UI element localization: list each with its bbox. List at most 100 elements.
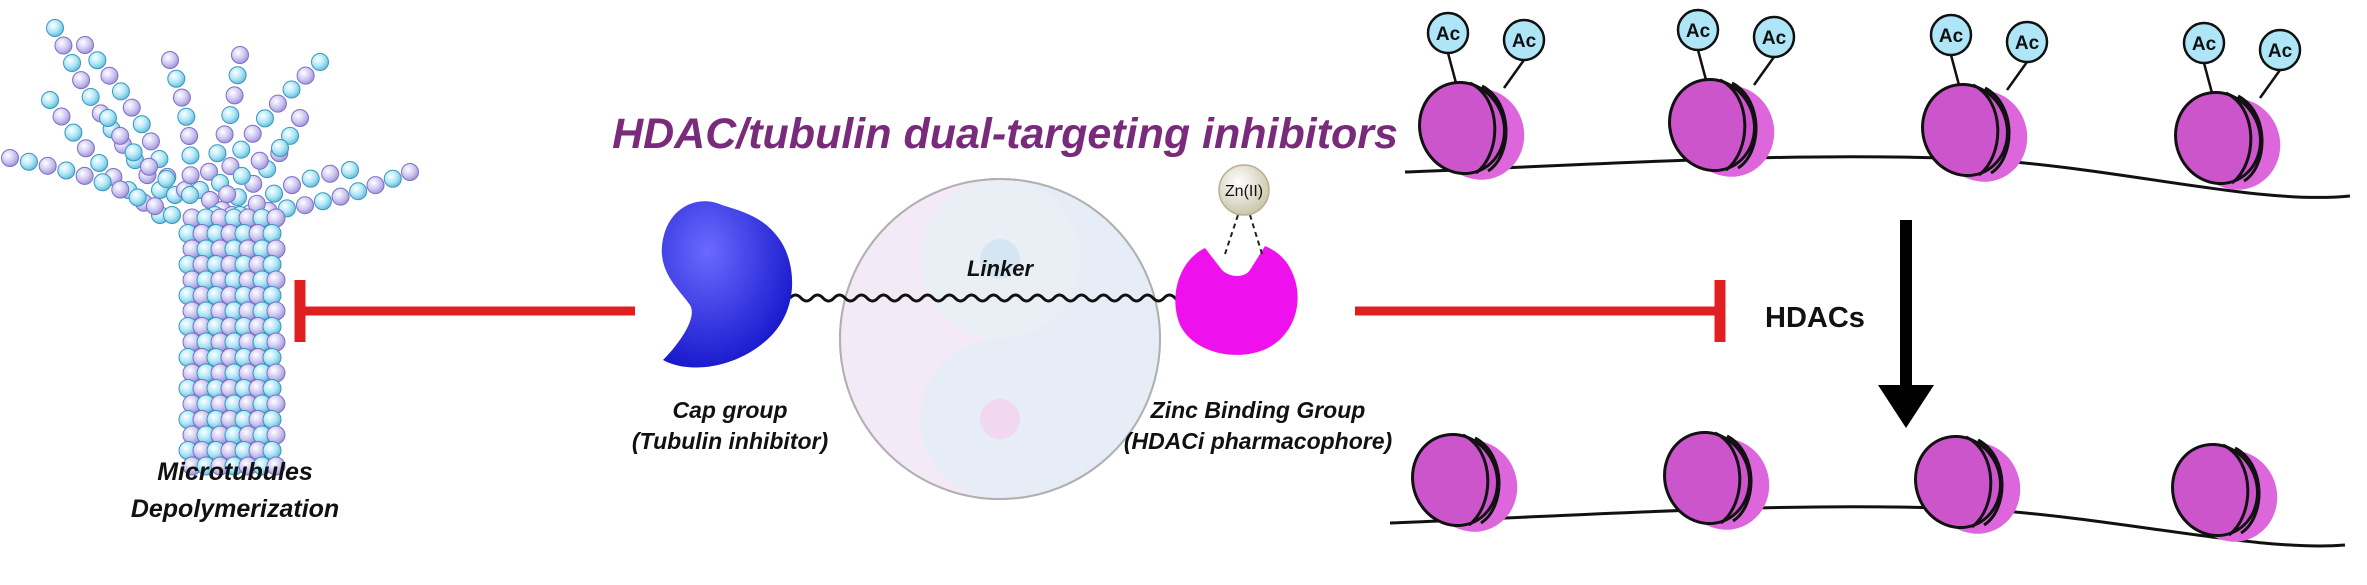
tubulin-subunit [341, 161, 359, 179]
svg-text:Ac: Ac [1686, 21, 1711, 42]
tubulin-subunit [218, 185, 237, 204]
inhibition-arrow-right [1355, 280, 1726, 342]
tubulin-subunit [41, 91, 59, 109]
linker-chain [788, 293, 1188, 303]
acetyl-group: Ac [1676, 8, 1720, 81]
tubulin-subunit [311, 53, 329, 71]
tubulin-subunit [76, 36, 94, 54]
tubulin-subunit [132, 115, 151, 134]
tubulin-subunit [93, 173, 112, 192]
tubulin-subunit [180, 126, 199, 145]
svg-text:Ac: Ac [1436, 24, 1461, 45]
zinc-binding-group-shape [1175, 214, 1298, 355]
tubulin-subunit [54, 36, 73, 55]
acetyl-group: Ac [1426, 11, 1470, 84]
tubulin-subunit [81, 87, 100, 106]
tubulin-subunit [88, 51, 107, 70]
tubulin-subunit [57, 161, 76, 180]
microtubules-label: Microtubules [157, 458, 313, 486]
hdacs-label: HDACs [1765, 302, 1865, 334]
tubulin-subunit [228, 66, 247, 85]
tubulin-subunit [383, 169, 402, 188]
tubulin-subunit [52, 107, 71, 126]
tubulin-subunit [177, 107, 196, 126]
tubulin-subunit [100, 66, 119, 85]
tubulin-subunit [181, 166, 200, 185]
tubulin-subunit [221, 157, 240, 176]
tubulin-subunit [268, 94, 287, 113]
acetyl-group: Ac [1502, 18, 1546, 89]
tubulin-subunit [313, 192, 332, 211]
tubulin-subunit [349, 182, 368, 201]
tubulin-subunit [111, 126, 130, 145]
tubulin-subunit [200, 162, 219, 181]
tubulin-subunit [63, 53, 82, 72]
tubulin-subunit [181, 186, 199, 204]
tubulin-subunit [128, 188, 147, 207]
tubulin-subunit [366, 176, 385, 195]
svg-text:Ac: Ac [2268, 41, 2293, 62]
diagram-title: HDAC/tubulin dual-targeting inhibitors [612, 110, 1398, 158]
cap-group-sublabel: (Tubulin inhibitor) [632, 428, 828, 454]
tubulin-subunit [271, 139, 289, 157]
tubulin-subunit [111, 82, 130, 101]
tubulin-subunit [255, 109, 274, 128]
tubulin-subunit [145, 197, 164, 216]
inhibition-arrow-left [294, 280, 635, 342]
tubulin-subunit [1, 149, 19, 167]
cap-group-shape [661, 201, 793, 368]
nucleosome [1914, 434, 2021, 534]
tubulin-subunit [19, 152, 38, 171]
tubulin-subunit [225, 86, 244, 105]
svg-text:Ac: Ac [1512, 31, 1537, 52]
tubulin-subunit [250, 151, 269, 170]
tubulin-subunit [64, 123, 83, 142]
nucleosome [2174, 90, 2281, 190]
tubulin-subunit [38, 156, 57, 175]
yin-yang-circle [839, 178, 1161, 500]
tubulin-subunit [208, 144, 227, 163]
tubulin-subunit [282, 80, 301, 99]
zinc-binding-group-sublabel: (HDACi pharmacophore) [1124, 428, 1392, 454]
tubulin-subunit [221, 106, 240, 125]
tubulin-subunit [295, 196, 314, 215]
tubulin-subunit [140, 157, 159, 176]
svg-text:Ac: Ac [2015, 33, 2040, 54]
cap-group-label: Cap group [673, 397, 788, 423]
svg-text:Zn(II): Zn(II) [1225, 183, 1263, 200]
tubulin-subunit [124, 143, 143, 162]
tubulin-subunit [331, 187, 350, 206]
tubulin-subunit [232, 140, 251, 159]
tubulin-subunit [163, 206, 181, 224]
tubulin-subunit [181, 146, 200, 165]
svg-text:Ac: Ac [2192, 34, 2217, 55]
svg-text:Ac: Ac [1762, 28, 1787, 49]
tubulin-subunit [75, 166, 94, 185]
tubulin-subunit [266, 456, 286, 476]
nucleosome [1411, 432, 1518, 532]
tubulin-subunit [296, 66, 315, 85]
depolymerization-label: Depolymerization [131, 495, 339, 523]
acetyl-group: Ac [2258, 28, 2302, 99]
tubulin-subunit [46, 19, 64, 37]
tubulin-subunit [99, 109, 117, 127]
tubulin-subunit [282, 176, 301, 195]
nucleosome [1663, 430, 1770, 530]
nucleosome [2171, 442, 2278, 542]
zinc-ion: Zn(II) [1218, 164, 1270, 216]
tubulin-subunit [76, 139, 95, 158]
tubulin-subunit [215, 125, 234, 144]
acetyl-group: Ac [1929, 13, 1973, 86]
tubulin-subunit [243, 124, 262, 143]
hdac-deacetylation-arrow [1878, 220, 1934, 428]
tubulin-subunit [72, 71, 91, 90]
acetyl-group: Ac [2182, 21, 2226, 94]
tubulin-subunit [122, 98, 141, 117]
nucleosome [1921, 82, 2028, 182]
svg-text:Ac: Ac [1939, 26, 1964, 47]
microtubule-illustration [1, 19, 419, 476]
tubulin-subunit [401, 163, 419, 181]
deacetylated-nucleosomes [1411, 430, 2278, 542]
